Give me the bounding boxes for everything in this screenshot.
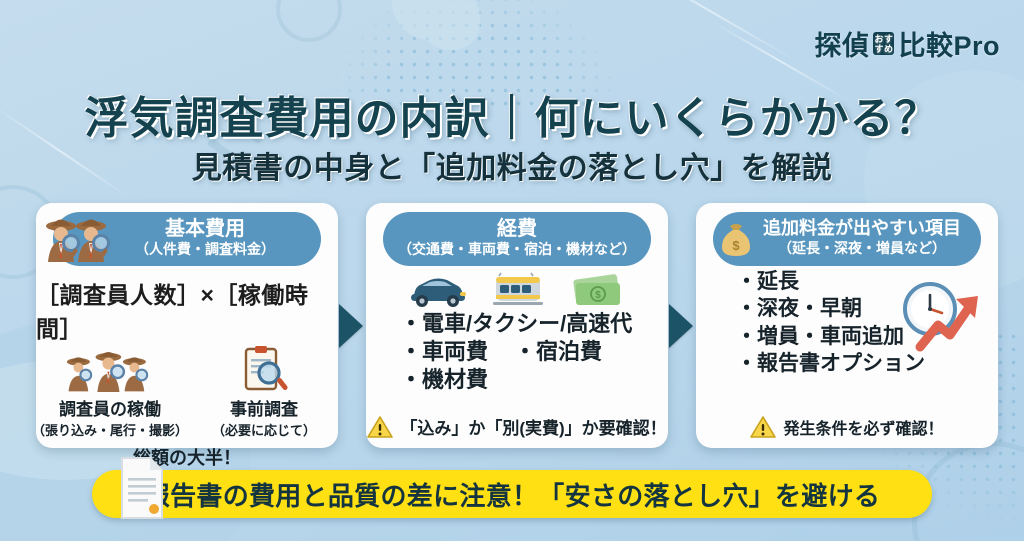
card-expenses-subtitle: （交通費・車両費・宿泊・機材など） <box>398 240 636 257</box>
item-investigator-work-sub: （張り込み・尾行・撮影） <box>32 423 189 438</box>
brand-badge-bottom: すめ <box>874 43 894 54</box>
card-basic-fee: 基本費用 （人件費・調査料金） ［調査員人数］×［稼働時間］ <box>32 203 338 468</box>
circle-outline-top <box>276 0 342 42</box>
card-expenses-note-text: 「込み」か「別(実費)」か要確認！ <box>400 419 667 438</box>
card-additional-fees-title: 追加料金が出やすい項目 <box>763 217 961 238</box>
item-preliminary-survey-sub: （必要に応じて） <box>211 423 316 438</box>
card-basic-fee-formula: ［調査員人数］×［稼働時間］ <box>36 282 309 342</box>
card-additional-fees-note-text: 発生条件を必ず確認！ <box>783 421 944 438</box>
document-icon <box>114 454 170 522</box>
train-icon <box>487 272 549 308</box>
page-subtitle: 見積書の中身と「追加料金の落とし穴」を解説 <box>191 152 833 185</box>
brand-badge-top: おす <box>874 33 894 44</box>
card-expenses-title: 経費 <box>497 217 537 240</box>
page-title: 浮気調査費用の内訳｜何にいくらかかる？ <box>84 94 940 143</box>
card-additional-fees: $ 追加料金が出やすい項目 （延長・深夜・増員など） ・延長 <box>669 203 998 448</box>
card-basic-fee-subtitle: （人件費・調査料金） <box>135 240 275 257</box>
card-additional-fees-subtitle: （延長・深夜・増員など） <box>778 239 946 256</box>
money-icon: $ <box>567 274 627 308</box>
detective-pair-icon <box>41 210 119 268</box>
warning-icon <box>750 415 777 439</box>
flow-arrow-2 <box>669 303 693 348</box>
card-basic-fee-items: 調査員の稼働 （張り込み・尾行・撮影） <box>32 346 338 439</box>
item-preliminary-survey-title: 事前調査 <box>230 400 298 419</box>
bullet-lodging: ・宿泊費 <box>514 338 603 364</box>
card-additional-fees-note: 発生条件を必ず確認！ <box>750 415 944 439</box>
brand-logo: 探偵 おす すめ 比較Pro <box>814 24 1000 63</box>
car-icon <box>407 274 469 308</box>
brand-badge: おす すめ <box>873 32 895 55</box>
light-streak-3 <box>622 0 798 62</box>
item-investigator-work: 調査員の稼働 （張り込み・尾行・撮影） <box>32 346 188 439</box>
bullet-vehicle: ・車両費 <box>400 338 489 364</box>
card-basic-fee-header: 基本費用 （人件費・調査料金） <box>46 212 321 266</box>
soft-blob-top <box>392 0 466 40</box>
item-investigator-work-title: 調査員の稼働 <box>59 400 161 419</box>
money-bag-icon: $ <box>719 220 753 258</box>
card-additional-fees-bullets: ・延長 ・深夜・早朝 ・増員・車両追加 ・報告書オプション <box>696 268 998 377</box>
card-expenses: 経費 （交通費・車両費・宿泊・機材など） <box>339 203 668 448</box>
bullet-transport: ・電車/タクシー/高速代 <box>400 311 633 336</box>
card-expenses-header: 経費 （交通費・車両費・宿泊・機材など） <box>383 212 651 266</box>
bullet-night-earlymorning: ・深夜・早朝 <box>736 297 862 321</box>
item-preliminary-survey: 事前調査 （必要に応じて） <box>194 346 334 439</box>
brand-name-right: 比較Pro <box>898 31 1000 61</box>
clipboard-search-icon <box>236 346 292 394</box>
cards-row: 基本費用 （人件費・調査料金） ［調査員人数］×［稼働時間］ <box>32 203 998 468</box>
bullet-report-option: ・報告書オプション <box>736 351 925 375</box>
card-basic-fee-footer: 総額の大半！ <box>133 448 241 468</box>
card-expenses-icons: $ <box>407 272 627 308</box>
detectives-icon <box>62 346 158 394</box>
svg-text:$: $ <box>595 290 601 301</box>
bullet-equipment: ・機材費 <box>400 366 489 392</box>
bullet-vehicle-lodging: ・車両費・宿泊費 <box>400 338 668 366</box>
brand-name-left: 探偵 <box>814 31 870 61</box>
bottom-banner: 報告書の費用と品質の差に注意！「安さの落とし穴」を避ける <box>92 457 932 519</box>
clock-trend-icon <box>894 277 990 357</box>
bullet-extension: ・延長 <box>736 270 799 293</box>
flow-arrow-1 <box>339 303 363 348</box>
card-additional-fees-header: $ 追加料金が出やすい項目 （延長・深夜・増員など） <box>713 212 981 266</box>
card-expenses-bullets: ・電車/タクシー/高速代 ・車両費・宿泊費 ・機材費 <box>366 310 668 394</box>
svg-text:$: $ <box>732 238 740 253</box>
warning-icon <box>367 415 394 439</box>
card-basic-fee-title: 基本費用 <box>165 217 245 240</box>
bottom-banner-text: 報告書の費用と品質の差に注意！「安さの落とし穴」を避ける <box>143 480 881 511</box>
bullet-staff-vehicle-add: ・増員・車両追加 <box>736 324 904 348</box>
card-expenses-note: 「込み」か「別(実費)」か要確認！ <box>367 414 667 439</box>
